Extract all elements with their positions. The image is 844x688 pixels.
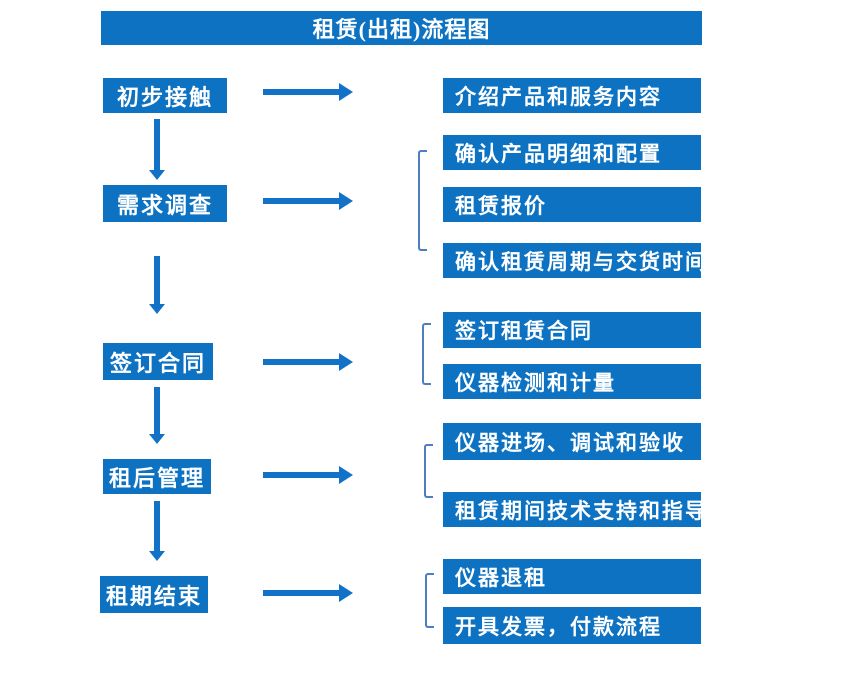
down-arrow-icon [147, 119, 167, 180]
detail-label: 介绍产品和服务内容 [455, 84, 662, 109]
arrow-shaft [263, 198, 340, 204]
group-bracket [418, 150, 427, 251]
step-box-demand-survey: 需求调查 [103, 185, 227, 222]
detail-box-instrument-return: 仪器退租 [443, 559, 701, 594]
step-box-rental-end: 租期结束 [100, 576, 208, 613]
detail-label: 租赁期间技术支持和指导 [455, 498, 708, 523]
down-arrow-icon [147, 256, 167, 314]
arrow-head [339, 83, 353, 101]
detail-box-rental-quotation: 租赁报价 [443, 187, 701, 222]
down-arrow-icon [147, 501, 167, 561]
detail-label: 确认产品明细和配置 [455, 141, 662, 166]
arrow-shaft [154, 387, 160, 436]
flowchart-title-text: 租赁(出租)流程图 [312, 17, 491, 42]
right-arrow-icon [263, 352, 353, 372]
arrow-shaft [263, 89, 340, 95]
group-bracket [424, 444, 433, 498]
detail-box-instrument-setup-acceptance: 仪器进场、调试和验收 [443, 423, 701, 460]
arrow-shaft [263, 472, 340, 478]
arrow-shaft [263, 590, 340, 596]
detail-box-sign-rental-contract: 签订租赁合同 [443, 312, 701, 348]
arrow-shaft [154, 119, 160, 172]
arrow-head [339, 466, 353, 484]
arrow-shaft [263, 359, 340, 365]
detail-box-invoice-payment: 开具发票，付款流程 [443, 607, 701, 644]
detail-box-confirm-rental-period: 确认租赁周期与交货时间 [443, 243, 706, 278]
arrow-head [149, 434, 165, 444]
step-label: 初步接触 [116, 84, 213, 110]
flowchart-title: 租赁(出租)流程图 [101, 11, 702, 45]
detail-label: 确认租赁周期与交货时间 [455, 249, 708, 274]
detail-box-confirm-product-details: 确认产品明细和配置 [443, 135, 701, 170]
arrow-head [339, 353, 353, 371]
detail-label: 租赁报价 [455, 193, 547, 218]
detail-box-introduce-products: 介绍产品和服务内容 [443, 78, 701, 113]
detail-label: 签订租赁合同 [455, 319, 593, 343]
detail-label: 仪器检测和计量 [455, 370, 616, 395]
right-arrow-icon [263, 82, 353, 102]
arrow-shaft [154, 501, 160, 553]
detail-label: 仪器退租 [455, 565, 547, 590]
arrow-head [149, 551, 165, 561]
arrow-head [339, 192, 353, 210]
arrow-head [339, 584, 353, 602]
group-bracket [425, 573, 434, 628]
step-box-initial-contact: 初步接触 [103, 78, 227, 113]
detail-label: 仪器进场、调试和验收 [455, 430, 685, 455]
right-arrow-icon [263, 191, 353, 211]
detail-label: 开具发票，付款流程 [455, 614, 662, 639]
step-label: 租后管理 [108, 465, 205, 491]
right-arrow-icon [263, 583, 353, 603]
group-bracket [422, 323, 431, 385]
arrow-head [149, 170, 165, 180]
detail-box-technical-support: 租赁期间技术支持和指导 [443, 492, 706, 527]
step-label: 签订合同 [109, 350, 206, 376]
step-label: 租期结束 [105, 583, 202, 609]
arrow-shaft [154, 256, 160, 306]
step-label: 需求调查 [116, 192, 213, 218]
arrow-head [149, 304, 165, 314]
step-box-sign-contract: 签订合同 [103, 343, 213, 380]
right-arrow-icon [263, 465, 353, 485]
down-arrow-icon [147, 387, 167, 444]
detail-box-instrument-testing: 仪器检测和计量 [443, 364, 701, 399]
step-box-post-rental-management: 租后管理 [103, 459, 211, 494]
